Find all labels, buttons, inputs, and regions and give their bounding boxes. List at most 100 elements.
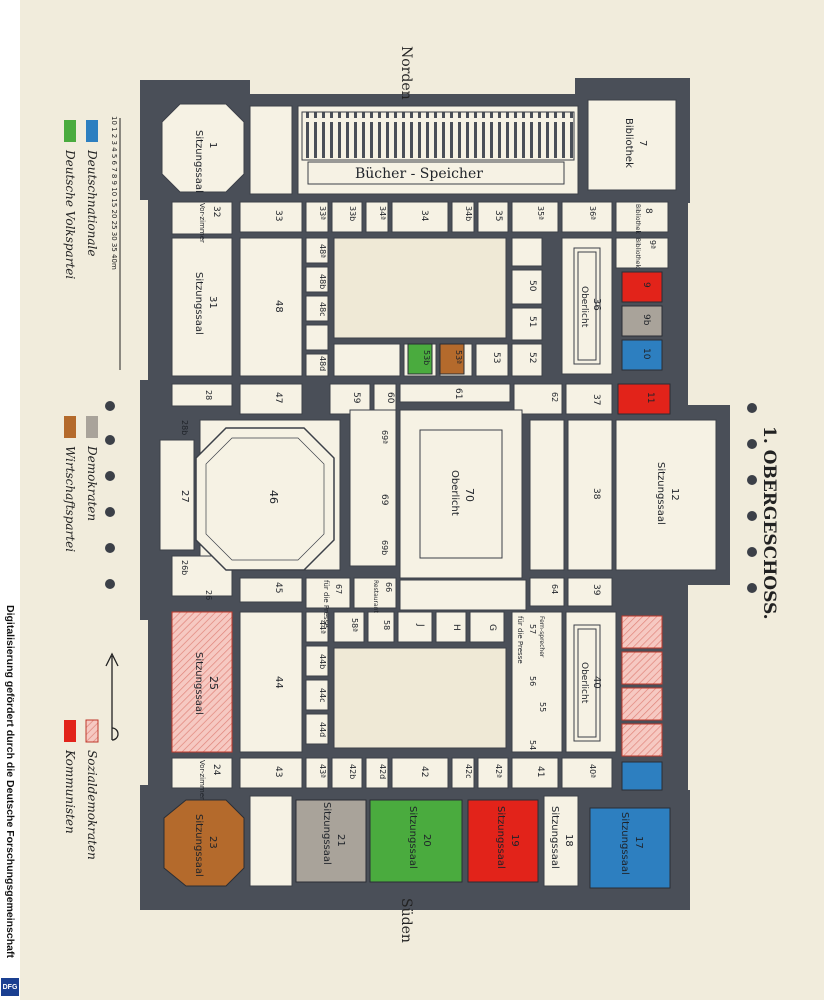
room-45: 45 xyxy=(273,582,283,593)
room-33b: 33b xyxy=(348,206,357,221)
party-rooms xyxy=(163,271,671,889)
room-40a: 40ª xyxy=(588,764,597,778)
room-28: 28 xyxy=(204,390,213,400)
room-48c: 48c xyxy=(318,302,327,317)
room-27: 27 xyxy=(179,490,190,503)
room-70-label: Oberlicht xyxy=(449,470,460,516)
room-34a: 34ª xyxy=(378,206,387,220)
room-17-label: Sitzungssaal xyxy=(619,812,630,875)
room-64: 64 xyxy=(550,584,559,594)
room-44a: 44ª xyxy=(318,620,327,634)
room-41: 41 xyxy=(535,766,545,777)
room-7-label: Bibliothek xyxy=(623,118,634,168)
room-48d: 48d xyxy=(318,356,327,371)
room-18-label: Sitzungssaal xyxy=(549,806,560,869)
room-54: 54 xyxy=(528,740,537,750)
room-46-inner xyxy=(205,437,325,561)
room-52: 52 xyxy=(527,352,537,363)
room-50: 50 xyxy=(527,280,537,292)
skylight-frames xyxy=(419,247,601,742)
room-58a: 58ª xyxy=(350,618,359,632)
column-dots xyxy=(105,401,757,593)
legend-swatch-demokraten xyxy=(86,416,98,438)
room-25: 25 xyxy=(207,676,220,690)
room-59: 59 xyxy=(351,392,361,404)
room-33a: 33ª xyxy=(318,206,327,220)
room-60: 60 xyxy=(385,392,395,404)
room-44: 44 xyxy=(273,676,284,689)
room-34: 34 xyxy=(419,210,429,222)
room-53b: 53b xyxy=(422,350,431,365)
legend-label-wirtschaftspartei: Wirtschaftspartei xyxy=(63,446,77,552)
room-42: 42 xyxy=(419,766,429,777)
legend-label-kommunisten: Kommunisten xyxy=(63,749,77,834)
room-39: 39 xyxy=(591,584,601,596)
room-21-label: Sitzungssaal xyxy=(321,802,332,865)
legend-swatch-sozialdemokraten xyxy=(85,719,99,743)
room-37: 37 xyxy=(591,394,601,405)
legend-swatch-dvp xyxy=(64,120,76,142)
room-53: 53 xyxy=(491,352,501,363)
room-26: 26 xyxy=(204,590,213,600)
room-19-label: Sitzungssaal xyxy=(495,806,506,869)
room-12: 12 xyxy=(669,488,680,501)
room-55: 55 xyxy=(538,702,547,712)
room-26b: 26b xyxy=(180,560,189,575)
room-69a: 69ª xyxy=(380,430,389,444)
compass-south: Süden xyxy=(398,898,414,943)
room-1-octagon xyxy=(161,103,245,193)
room-69: 69 xyxy=(379,494,389,506)
room-43a: 43ª xyxy=(318,764,327,778)
room-48b: 48b xyxy=(318,274,327,289)
room-56: 56 xyxy=(528,676,537,686)
room-43: 43 xyxy=(273,766,283,777)
room-10: 10 xyxy=(641,348,651,360)
room-58: 58 xyxy=(382,620,391,630)
room-35: 35 xyxy=(493,210,503,221)
compass-north: Norden xyxy=(398,46,414,100)
room-51: 51 xyxy=(527,316,537,327)
dfg-logo: DFG xyxy=(1,978,19,996)
room-8-label: Bibliothek xyxy=(634,204,641,234)
legend-label-demokraten: Demokraten xyxy=(85,445,99,521)
room-24-label: Vor-zimmer xyxy=(198,760,206,800)
room-12-label: Sitzungssaal xyxy=(655,462,666,525)
room-21: 21 xyxy=(335,834,346,847)
dfg-sidebar: Digitalisierung gefördert durch die Deut… xyxy=(0,0,20,1000)
room-40: 40 xyxy=(591,676,602,689)
scale-ticks: 10 1 2 3 4 5 6 7 8 9 10 15 20 25 30 35 4… xyxy=(110,116,118,270)
room-62: 62 xyxy=(550,392,559,402)
room-46-octagon xyxy=(195,427,335,571)
room-57: 57 xyxy=(528,624,537,634)
room-7-number: 7 xyxy=(637,140,648,146)
room-17: 17 xyxy=(633,836,644,849)
room-11: 11 xyxy=(645,392,655,403)
room-9b: 9b xyxy=(641,314,651,326)
room-31-label: Sitzungssaal xyxy=(193,272,204,335)
room-44c: 44c xyxy=(318,688,327,703)
room-67-label: für die Presse xyxy=(322,580,330,628)
book-stack-label: Bücher - Speicher xyxy=(355,166,483,182)
room-H: H xyxy=(451,624,461,631)
room-9a-label: Bibliothek xyxy=(634,238,641,268)
room-47: 47 xyxy=(273,392,283,403)
room-34b: 34b xyxy=(464,206,473,221)
room-19: 19 xyxy=(509,834,520,847)
room-40-label: Oberlicht xyxy=(579,662,589,704)
digitization-note: Digitalisierung gefördert durch die Deut… xyxy=(4,605,16,958)
room-36: 36 xyxy=(591,298,602,311)
page-title: 1. OBERGESCHOSS. xyxy=(759,426,779,620)
legend-label-sozialdemokraten: Sozialdemokraten xyxy=(85,750,99,860)
legend-label-deutschnationale: Deutschnationale xyxy=(85,149,99,256)
room-42b: 42b xyxy=(348,764,357,779)
room-35a: 35ª xyxy=(536,206,545,220)
room-70: 70 xyxy=(463,488,476,502)
room-53a: 53ª xyxy=(454,350,463,364)
room-57-label: für die Presse xyxy=(516,616,524,664)
room-32: 32 xyxy=(211,206,221,217)
room-42c: 42c xyxy=(464,764,473,779)
room-69b: 69b xyxy=(380,540,389,555)
north-arrow-icon xyxy=(105,652,119,741)
room-46: 46 xyxy=(267,490,280,504)
room-44b: 44b xyxy=(318,654,327,669)
